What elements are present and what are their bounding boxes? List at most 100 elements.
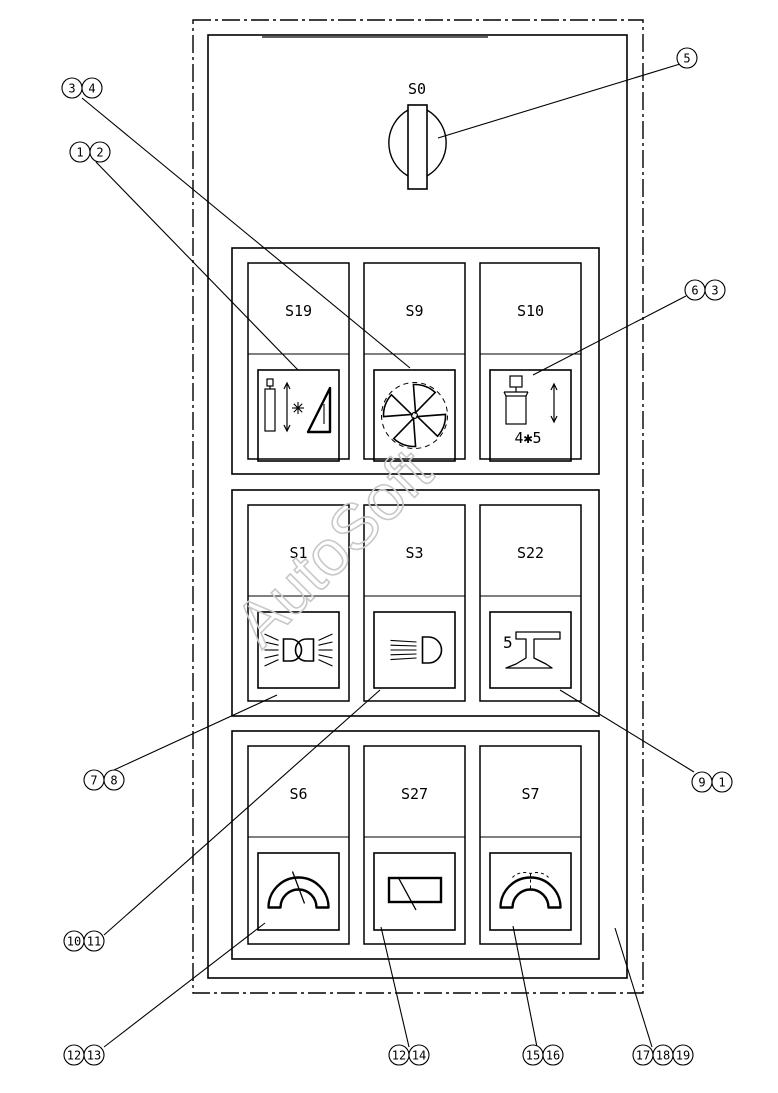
callout-number: 2: [96, 146, 103, 160]
callout-circle: [672, 1044, 694, 1066]
button-frame: [247, 262, 350, 460]
callout-number: 14: [412, 1049, 426, 1063]
button-label: S10: [517, 302, 544, 320]
callout-number: 1: [76, 146, 83, 160]
button-frame: [247, 745, 350, 945]
callout-number: 6: [691, 284, 698, 298]
icon-window: [373, 852, 456, 931]
panel-frame: [231, 730, 600, 960]
button-panel: S6 S27 S7: [231, 730, 600, 960]
callout-number: 3: [711, 284, 718, 298]
panel-frame: [231, 489, 600, 717]
gauge-icon: [387, 876, 443, 911]
icon-window: [257, 852, 340, 931]
leader-line: [559, 689, 695, 773]
callout-circle: [542, 1044, 564, 1066]
callout-number: 13: [87, 1049, 101, 1063]
button-frame: [479, 745, 582, 945]
callout-number: 18: [656, 1049, 670, 1063]
headlamp-both-icon: [264, 633, 333, 667]
icon-window: [489, 369, 572, 462]
leader-line: [614, 927, 653, 1048]
panel-plate: [207, 34, 628, 979]
callout-number: 1: [718, 776, 725, 790]
callout-circle: [676, 47, 698, 69]
callout-number: 15: [526, 1049, 540, 1063]
leader-line: [81, 97, 411, 369]
callout-bubble: 12 13: [63, 1044, 105, 1066]
switch-button-s6[interactable]: S6: [247, 745, 350, 945]
rail-clamp-icon: 5: [503, 631, 561, 669]
button-frame: [479, 504, 582, 702]
button-label: S7: [521, 785, 539, 803]
callout-number: 3: [68, 82, 75, 96]
leader-line: [512, 925, 538, 1048]
switch-button-s27[interactable]: S27: [363, 745, 466, 945]
callout-circle: [711, 771, 733, 793]
button-label: S19: [285, 302, 312, 320]
switch-button-s9[interactable]: S9: [363, 262, 466, 462]
lift-align-icon: [264, 378, 332, 434]
switch-button-s3[interactable]: S3: [363, 504, 466, 702]
fan-icon: [381, 382, 448, 449]
callout-number: 11: [87, 935, 101, 949]
callout-circle: [83, 930, 105, 952]
callout-circle: [103, 769, 125, 791]
callout-bubble: 5: [676, 47, 698, 69]
button-frame: [479, 262, 582, 460]
switch-button-s7[interactable]: S7: [479, 745, 582, 945]
callout-circle: [89, 141, 111, 163]
icon-window: [373, 611, 456, 689]
switch-button-s19[interactable]: S19: [247, 262, 350, 462]
callout-number: 12: [67, 1049, 81, 1063]
callout-number: 5: [683, 52, 690, 66]
button-panel: S19 S9 S10 4✱5: [231, 247, 600, 475]
leader-line: [95, 161, 299, 371]
icon-window: [257, 369, 340, 462]
icon-window: [489, 611, 572, 689]
icon-caption: 4✱5: [514, 429, 541, 447]
button-frame: [363, 504, 466, 702]
callout-number: 16: [546, 1049, 560, 1063]
icon-window: [373, 369, 456, 462]
meter-dashed-icon: [499, 872, 562, 909]
button-frame: [247, 504, 350, 702]
callout-number: 9: [698, 776, 705, 790]
selector-switch[interactable]: S0: [388, 80, 447, 190]
switch-button-s10[interactable]: S10 4✱5: [479, 262, 582, 462]
leader-line: [437, 63, 681, 139]
button-frame: [363, 262, 466, 460]
panel-frame: [231, 247, 600, 475]
icon-window: [257, 611, 340, 689]
callout-circle: [81, 77, 103, 99]
meter-icon: [267, 871, 330, 909]
callout-circle: [83, 1044, 105, 1066]
head-4x5-icon: 4✱5: [503, 375, 558, 447]
leader-line: [380, 926, 410, 1048]
leader-line: [113, 694, 278, 771]
leader-line: [103, 689, 381, 936]
switch-button-s1[interactable]: S1: [247, 504, 350, 702]
callout-number: 17: [636, 1049, 650, 1063]
leader-line: [532, 295, 687, 376]
knob-handle: [407, 104, 428, 190]
button-label: S27: [401, 785, 428, 803]
enclosure-outline: [192, 19, 644, 994]
button-label: S6: [289, 785, 307, 803]
callout-circle: [408, 1044, 430, 1066]
knob-right-arc: [426, 109, 447, 177]
callout-number: 8: [110, 774, 117, 788]
